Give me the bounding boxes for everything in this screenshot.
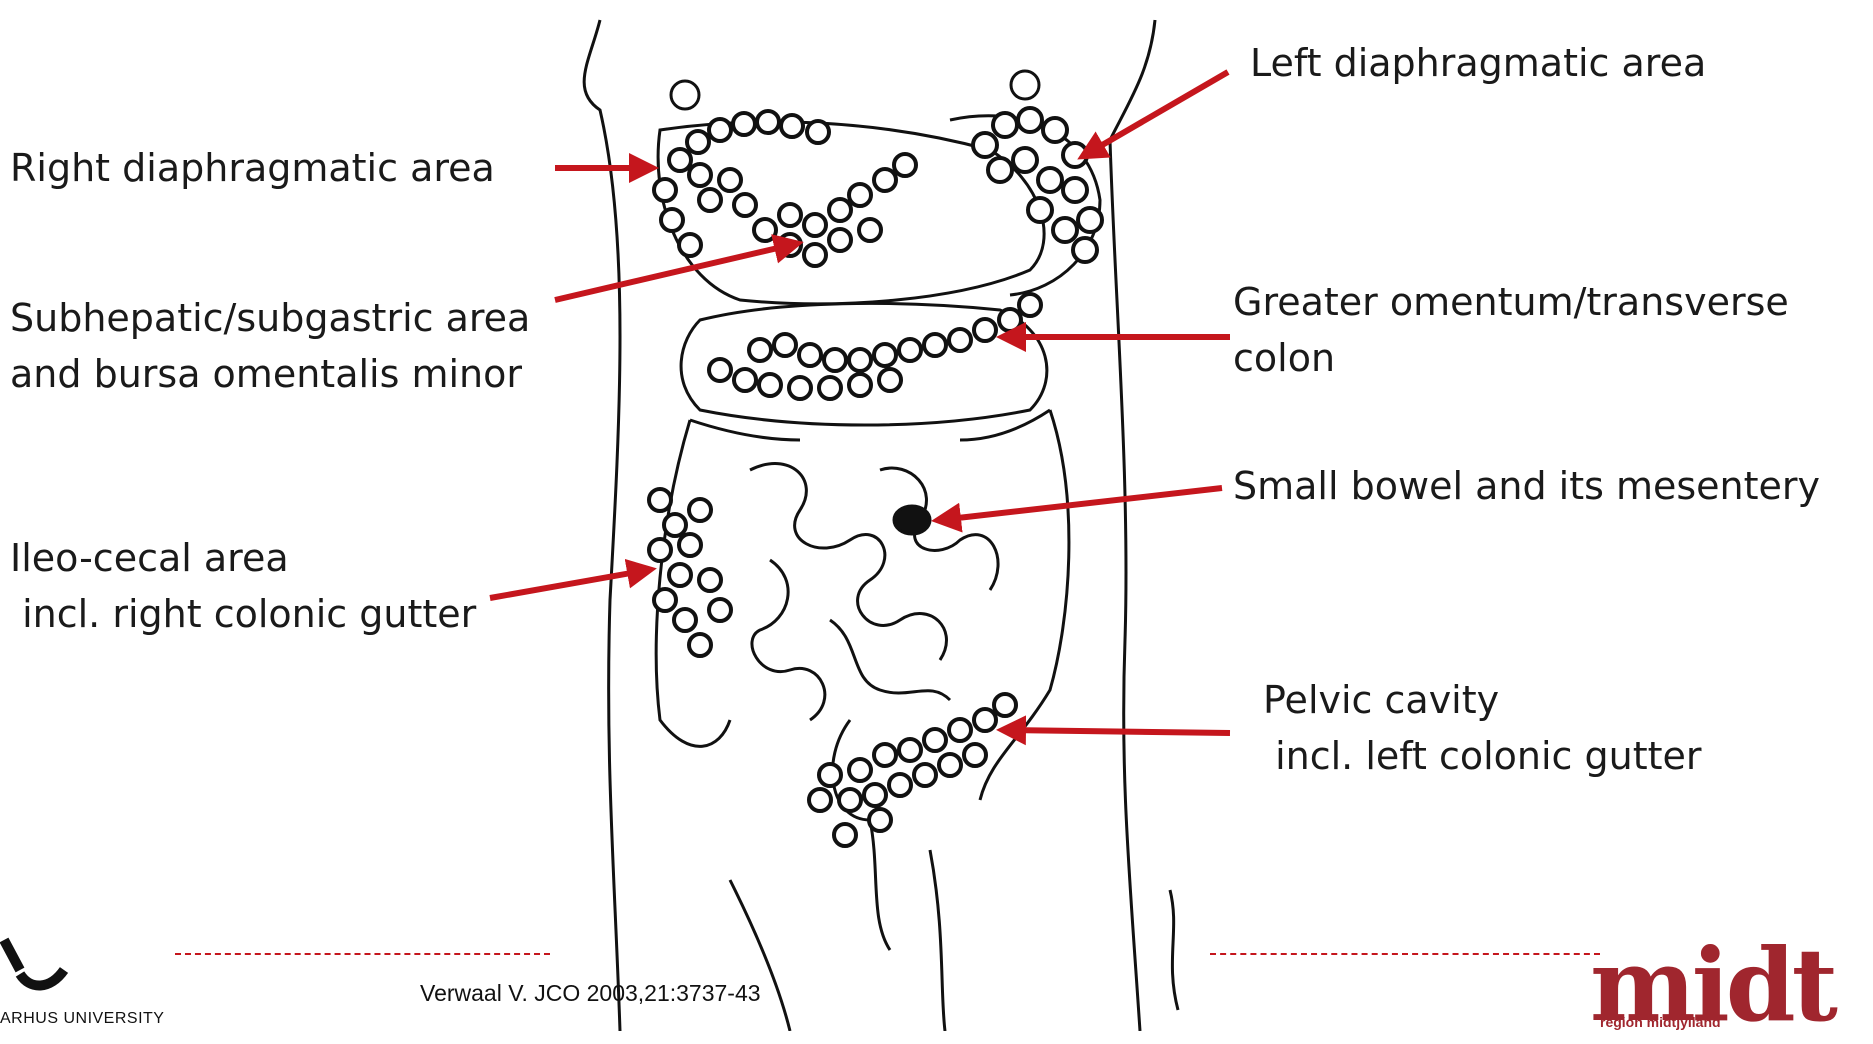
label-pelvic: Pelvic cavity incl. left colonic gutter [1263,672,1702,784]
label-right-diaphragm: Right diaphragmatic area [10,140,495,196]
illustrator-signature [1170,890,1178,1010]
label-ileocecal-line2: incl. right colonic gutter [10,586,476,642]
tumor-nodules [649,108,1102,846]
label-omentum-line2: colon [1233,330,1789,386]
label-subhepatic: Subhepatic/subgastric area and bursa ome… [10,290,530,402]
small-bowel [750,464,998,720]
label-ileocecal: Ileo-cecal area incl. right colonic gutt… [10,530,476,642]
arrow-pelvic [1005,730,1230,733]
citation: Verwaal V. JCO 2003,21:3737-43 [420,980,761,1007]
aarhus-university-wordmark: ARHUS UNIVERSITY [0,1010,164,1028]
label-left-diaphragm: Left diaphragmatic area [1250,35,1706,91]
label-subhepatic-line2: and bursa omentalis minor [10,346,530,402]
arrow-left-diaphragm [1085,72,1228,155]
arrow-small-bowel [940,488,1222,520]
label-small-bowel: Small bowel and its mesentery [1233,458,1820,514]
label-omentum-line1: Greater omentum/transverse [1233,274,1789,330]
label-pelvic-line1: Pelvic cavity [1263,672,1702,728]
label-ileocecal-line1: Ileo-cecal area [10,530,476,586]
aarhus-university-logo-icon [0,930,80,1000]
label-omentum: Greater omentum/transverse colon [1233,274,1789,386]
pointer-arrows [490,72,1230,733]
footer-divider-left [175,953,550,955]
label-subhepatic-line1: Subhepatic/subgastric area [10,290,530,346]
midt-logo-subtitle: region midtjylland [1600,1014,1721,1030]
arrow-ileocecal [490,570,648,598]
label-pelvic-line2: incl. left colonic gutter [1263,728,1702,784]
footer-divider-right [1210,953,1600,955]
arrow-subhepatic [555,244,795,300]
